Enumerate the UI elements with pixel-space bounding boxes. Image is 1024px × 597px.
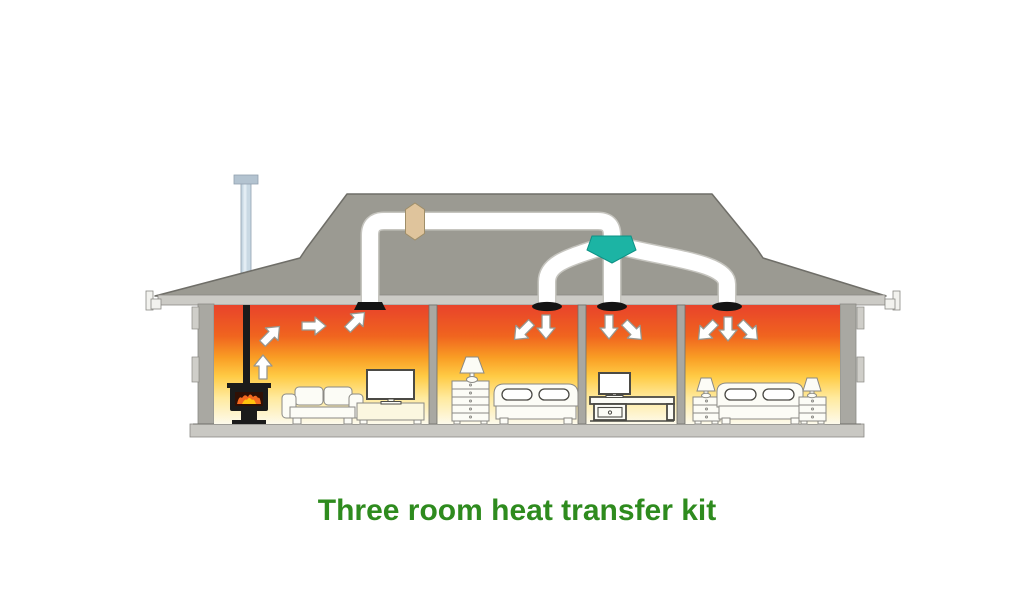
ceiling-outlet-vent-3 <box>712 301 742 312</box>
pillow <box>724 388 757 401</box>
wall-trim-tabs <box>191 306 865 383</box>
duct-main-run <box>362 213 620 306</box>
nightstand-lamp <box>696 377 716 399</box>
wood-stove <box>227 305 271 424</box>
nightstand-lamp <box>802 377 822 399</box>
room-dividers <box>428 304 686 425</box>
duct-branch-right <box>617 238 735 306</box>
nightstand-right <box>798 396 827 425</box>
stove-top-plate <box>227 383 271 388</box>
pillow <box>501 388 533 401</box>
gutter-left <box>145 290 162 311</box>
floor <box>189 423 865 438</box>
pillow <box>762 388 795 401</box>
bed-1 <box>493 383 579 425</box>
dresser-lamp <box>459 356 485 383</box>
chimney-cap <box>233 174 259 185</box>
left-wall <box>197 303 215 429</box>
room-divider <box>428 304 438 425</box>
tv <box>366 369 415 405</box>
caption: Three room heat transfer kit <box>318 494 716 527</box>
roof <box>154 193 887 297</box>
stove-pedestal <box>241 411 257 420</box>
tv-cabinet <box>356 402 425 421</box>
chimney-highlight <box>243 184 247 274</box>
stove-flue <box>243 305 250 385</box>
inline-fan-icon <box>405 202 425 241</box>
three-way-manifold <box>586 235 637 264</box>
ceiling-vents <box>354 301 742 312</box>
room-divider <box>577 304 587 425</box>
desk <box>589 396 675 422</box>
stove-fire-inner <box>242 398 256 404</box>
gutter-right <box>884 290 901 311</box>
tv-cabinet-foot <box>413 419 422 425</box>
room-divider <box>676 304 686 425</box>
tv-cabinet-foot <box>359 419 368 425</box>
furniture <box>281 356 827 425</box>
monitor <box>598 372 631 398</box>
bed-2 <box>716 382 804 425</box>
stove-base <box>232 420 266 424</box>
nightstand-left <box>692 396 721 425</box>
ceiling-outlet-vent-1 <box>532 301 562 312</box>
dresser <box>451 380 490 425</box>
ceiling-intake-vent <box>354 302 386 310</box>
eaves-fascia <box>157 294 886 306</box>
ceiling-outlet-vent-2 <box>597 301 627 312</box>
sofa <box>281 386 364 425</box>
pillow <box>538 388 570 401</box>
chimney <box>233 174 259 276</box>
right-wall <box>839 303 857 429</box>
